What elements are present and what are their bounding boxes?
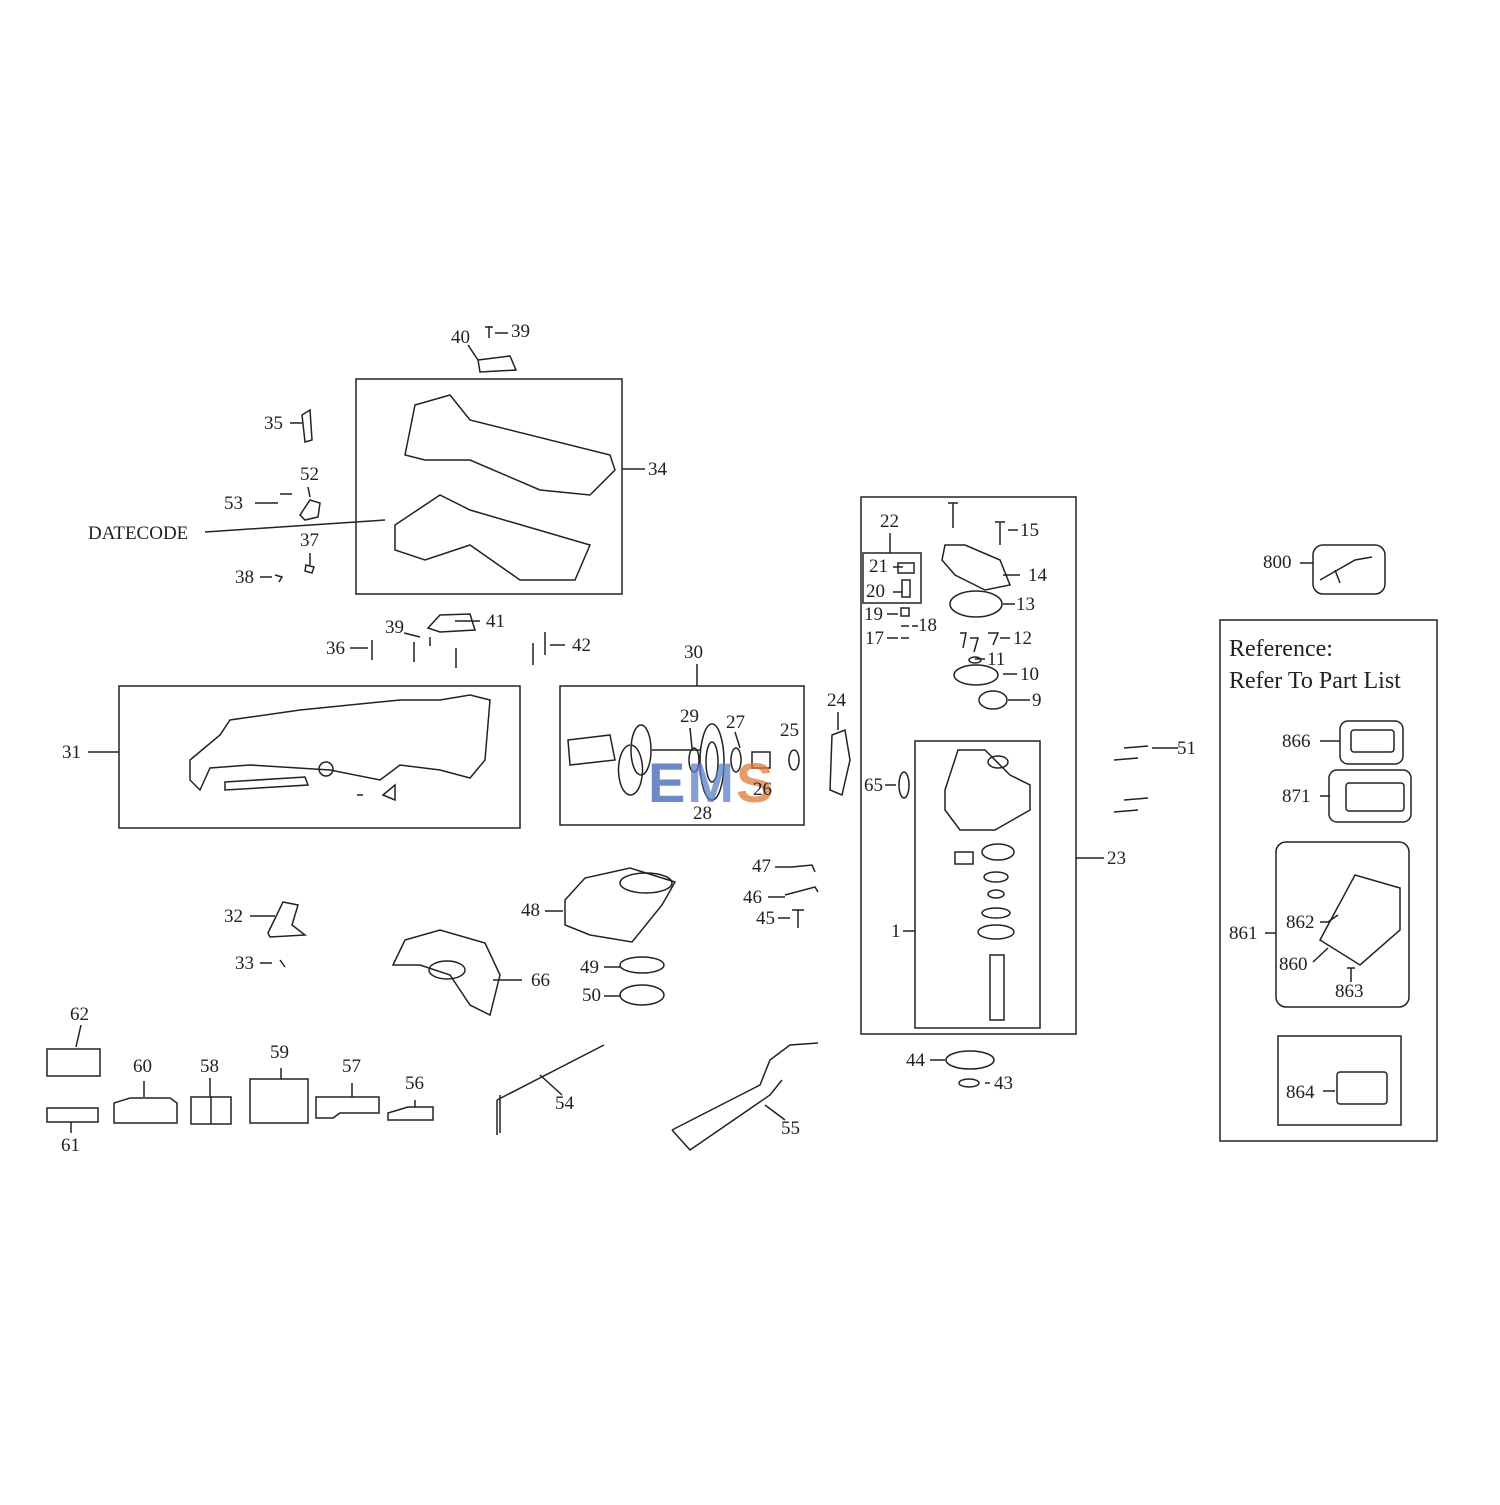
callout-40: 40 [451,327,470,348]
callout-31: 31 [62,742,81,763]
callout-45: 45 [756,908,775,929]
callout-41: 41 [486,611,505,632]
callout-56: 56 [405,1073,424,1094]
callout-36: 36 [326,638,345,659]
callout-14: 14 [1028,565,1047,586]
box-reference [1219,619,1438,1142]
part-34-housing-bottom [394,494,592,581]
callout-1: 1 [891,921,901,942]
callout-19: 19 [864,604,883,625]
callout-864: 864 [1286,1082,1315,1103]
callout-800: 800 [1263,552,1292,573]
callout-59: 59 [270,1042,289,1063]
callout-55: 55 [781,1118,800,1139]
callout-10: 10 [1020,664,1039,685]
callout-862: 862 [1286,912,1315,933]
callout-42: 42 [572,635,591,656]
callout-54: 54 [555,1093,574,1114]
reference-subtitle: Refer To Part List [1229,668,1401,694]
callout-30: 30 [684,642,703,663]
callout-24: 24 [827,690,846,711]
callout-39: 39 [511,321,530,342]
part-861-kit-box [1319,874,1401,966]
part-66-guard [391,929,501,1017]
callout-25: 25 [780,720,799,741]
callout-27: 27 [726,712,745,733]
callout-35: 35 [264,413,283,434]
part-34-housing-top [404,394,616,496]
callout-39-lower: 39 [385,617,404,638]
callout-866: 866 [1282,731,1311,752]
callout-17: 17 [865,628,884,649]
box-31-motor-assembly [118,685,521,829]
box-861-case [1275,841,1410,1008]
callout-52: 52 [300,464,319,485]
part-30-armature [567,734,616,766]
callout-871: 871 [1282,786,1311,807]
callout-18: 18 [918,615,937,636]
box-864 [1277,1035,1402,1126]
datecode-label: DATECODE [88,523,189,544]
callout-860: 860 [1279,954,1308,975]
callout-12: 12 [1013,628,1032,649]
part-40-clip [477,355,518,373]
callout-21: 21 [869,556,888,577]
box-34-housing [355,378,623,595]
box-1-spindle [914,740,1041,1029]
callout-11: 11 [987,649,1006,670]
box-871 [1328,769,1412,823]
callout-62: 62 [70,1004,89,1025]
callout-28: 28 [693,803,712,824]
callout-43: 43 [994,1073,1013,1094]
callout-29: 29 [680,706,699,727]
box-800 [1312,544,1386,595]
callout-22: 22 [880,511,899,532]
part-31-motor-housing [189,694,491,792]
part-48-guard [564,867,677,943]
callout-9: 9 [1032,690,1042,711]
box-866 [1339,720,1404,765]
callout-46: 46 [743,887,762,908]
callout-37: 37 [300,530,319,551]
callout-33: 33 [235,953,254,974]
callout-65: 65 [864,775,883,796]
callout-57: 57 [342,1056,361,1077]
callout-50: 50 [582,985,601,1006]
callout-20: 20 [866,581,885,602]
callout-15: 15 [1020,520,1039,541]
reference-title: Reference: [1229,636,1333,662]
callout-26: 26 [753,779,772,800]
callout-23: 23 [1107,848,1126,869]
box-30-armature [559,685,805,826]
callout-13: 13 [1016,594,1035,615]
callout-60: 60 [133,1056,152,1077]
callout-61: 61 [61,1135,80,1156]
callout-44: 44 [906,1050,925,1071]
callout-34: 34 [648,459,667,480]
part-55-side-handle [671,1042,819,1151]
callout-48: 48 [521,900,540,921]
callout-53: 53 [224,493,243,514]
box-23-gear-case [860,496,1077,1035]
callout-51: 51 [1177,738,1196,759]
callout-861: 861 [1229,923,1258,944]
box-22-lock [862,552,922,604]
callout-49: 49 [580,957,599,978]
callout-38: 38 [235,567,254,588]
ems-watermark: EMS [648,751,776,814]
callout-47: 47 [752,856,771,877]
callout-66: 66 [531,970,550,991]
callout-32: 32 [224,906,243,927]
callout-58: 58 [200,1056,219,1077]
part-23-gear-case [944,749,1031,831]
callout-863: 863 [1335,981,1364,1002]
